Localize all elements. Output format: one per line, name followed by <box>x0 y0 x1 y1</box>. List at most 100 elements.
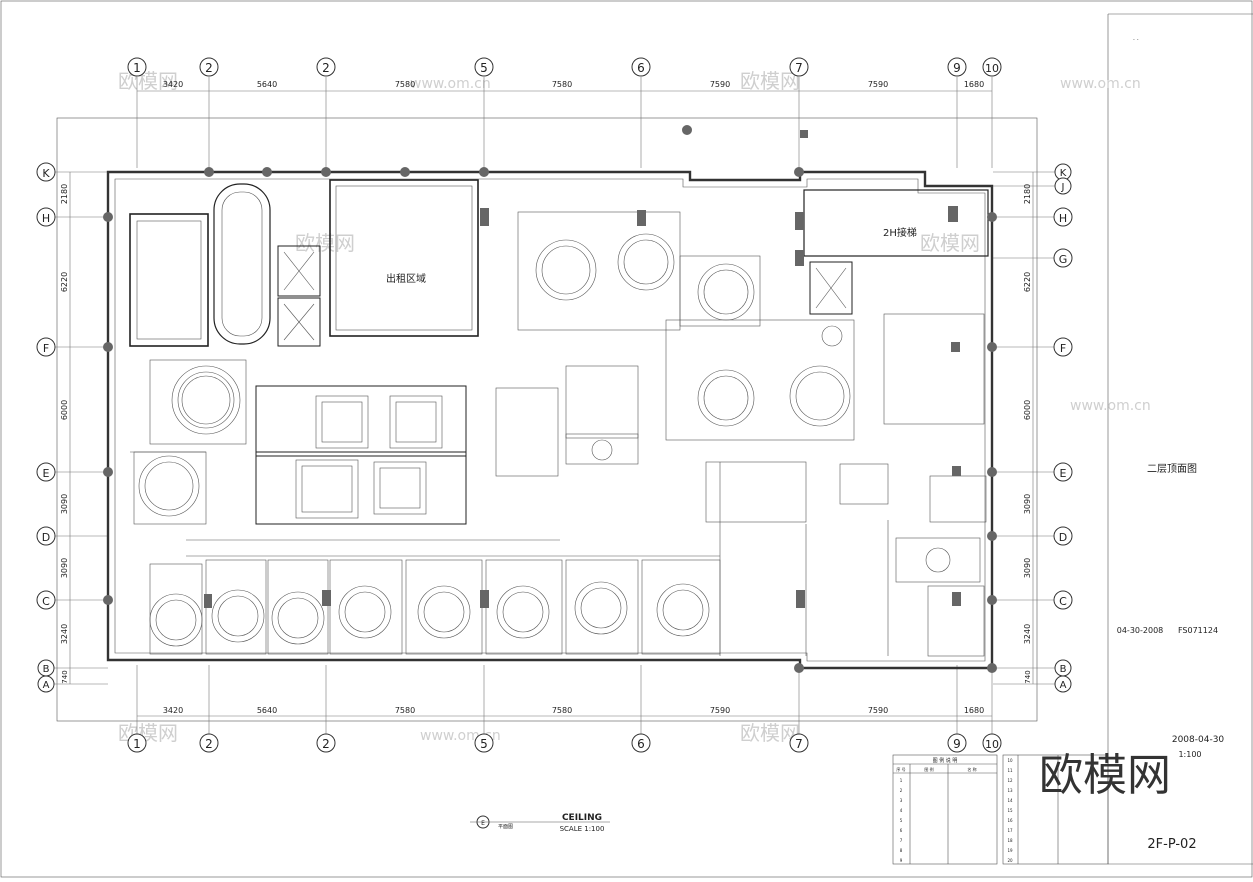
grid-label: B <box>1060 664 1067 675</box>
legend-row-number: 17 <box>1007 828 1013 833</box>
grid-label: D <box>1059 531 1067 544</box>
grid-label: B <box>43 664 50 675</box>
dimension-label: 7590 <box>710 80 730 89</box>
grid-label: F <box>1060 342 1066 355</box>
legend-row-number: 8 <box>900 848 903 853</box>
legend-row-number: 9 <box>900 858 903 863</box>
legend-row-number: 6 <box>900 828 903 833</box>
grid-label: 9 <box>953 61 961 75</box>
watermark-layer: 欧模网 www.om.cn 欧模网 www.om.cn 欧模网 欧模网 www.… <box>118 69 1151 745</box>
legend-row-number: 3 <box>900 798 903 803</box>
dimension-label: 6000 <box>60 400 69 420</box>
legend-row-number: 13 <box>1007 788 1013 793</box>
legend-row-number: 14 <box>1007 798 1013 803</box>
grid-label: 1 <box>133 61 141 75</box>
legend-row-number: 19 <box>1007 848 1013 853</box>
watermark-text: www.om.cn <box>1060 76 1141 92</box>
dimension-label: 6220 <box>1023 272 1032 292</box>
dimension-label: 3090 <box>1023 494 1032 514</box>
scale-2: 1:100 <box>1178 750 1201 759</box>
watermark-text: www.om.cn <box>410 76 491 92</box>
grid-label: 2 <box>322 61 330 75</box>
watermark-text: 欧模网 <box>118 721 178 745</box>
drawing-title-block: E 平面图 CEILING SCALE 1:100 <box>470 813 610 833</box>
grid-label: C <box>42 595 50 608</box>
round-ceilings <box>138 233 951 573</box>
grid-label: J <box>1061 182 1065 193</box>
legend-row-number: 5 <box>900 818 903 823</box>
dimension-label: 2180 <box>60 184 69 204</box>
grid-label: 7 <box>795 61 803 75</box>
grid-label: H <box>42 212 50 225</box>
dimension-label: 1680 <box>964 706 984 715</box>
dimension-label: 2180 <box>1023 184 1032 204</box>
legend-row-number: 7 <box>900 838 903 843</box>
dimension-label: 740 <box>61 670 69 683</box>
dimension-label: 7590 <box>868 80 888 89</box>
legend-row-number: 16 <box>1007 818 1013 823</box>
grid-label: K <box>1060 168 1067 179</box>
grid-label: F <box>43 342 49 355</box>
grid-label: G <box>1059 253 1068 266</box>
grid-axis-left: K H F E D C B A 2180 6220 6000 3090 3090… <box>36 162 108 693</box>
legend-row-number: 20 <box>1007 858 1013 863</box>
drawing-title: CEILING <box>562 813 602 823</box>
legend-row-number: 4 <box>900 808 903 813</box>
dimension-label: 3090 <box>1023 558 1032 578</box>
room-label-stair: 2H接梯 <box>883 226 917 239</box>
dimension-label: 7590 <box>868 706 888 715</box>
dimension-label: 7580 <box>552 706 572 715</box>
grid-label: C <box>1059 595 1067 608</box>
dimension-label: 5640 <box>257 706 277 715</box>
dimension-label: 6220 <box>60 272 69 292</box>
legend-row-number: 10 <box>1007 758 1013 763</box>
dimension-label: 7580 <box>552 80 572 89</box>
grid-label: D <box>42 531 50 544</box>
dimension-label: 6000 <box>1023 400 1032 420</box>
grid-label: E <box>1060 467 1067 480</box>
title-bubble-sub: 平面图 <box>498 824 513 830</box>
grid-label: 5 <box>480 61 488 75</box>
legend-row-number: 18 <box>1007 838 1013 843</box>
legend-title: 图 例 说 明 <box>933 757 958 764</box>
dimension-label: 7580 <box>395 706 415 715</box>
structural-columns <box>103 125 997 673</box>
grid-axis-right: K J H G F E D C B A 2180 6220 6000 3090 … <box>993 163 1073 693</box>
legend-header: 名 称 <box>967 766 976 772</box>
grid-label: 9 <box>953 737 961 751</box>
grid-label: H <box>1059 212 1067 225</box>
grid-label: 6 <box>637 737 645 751</box>
sheet-number: 2F-P-02 <box>1147 837 1196 852</box>
grid-label: A <box>43 680 50 691</box>
grid-label: A <box>1060 680 1067 691</box>
legend-row-number: 1 <box>900 778 903 783</box>
dimension-label: 3240 <box>60 624 69 644</box>
date-code: 04-30-2008 <box>1117 626 1164 635</box>
room-label-rental: 出租区域 <box>386 272 426 285</box>
dimension-label: 7580 <box>395 80 415 89</box>
grid-label: K <box>42 167 50 180</box>
square-ceiling-panels <box>295 395 443 519</box>
building-outline <box>106 170 994 670</box>
project-code: FS071124 <box>1178 626 1218 635</box>
grid-label: 6 <box>637 61 645 75</box>
grid-label: 7 <box>795 737 803 751</box>
grid-label: E <box>43 467 50 480</box>
drawing-scale: SCALE 1:100 <box>560 825 605 833</box>
legend-row-number: 12 <box>1007 778 1013 783</box>
dimension-label: 3420 <box>163 706 183 715</box>
grid-label: 10 <box>985 738 999 751</box>
watermark-text: 欧模网 <box>740 69 800 93</box>
watermark-text: www.om.cn <box>1070 398 1151 414</box>
dimension-label: 3090 <box>60 558 69 578</box>
dimension-label: 3240 <box>1023 624 1032 644</box>
dimension-label: 7590 <box>710 706 730 715</box>
watermark-text: 欧模网 <box>118 69 178 93</box>
dimension-label: 3420 <box>163 80 183 89</box>
dimension-label: 3090 <box>60 494 69 514</box>
watermark-logo: 欧模网 <box>1039 750 1171 801</box>
dimension-label: 740 <box>1024 670 1032 683</box>
grid-label: 2 <box>205 61 213 75</box>
bottom-rooms <box>149 559 721 655</box>
